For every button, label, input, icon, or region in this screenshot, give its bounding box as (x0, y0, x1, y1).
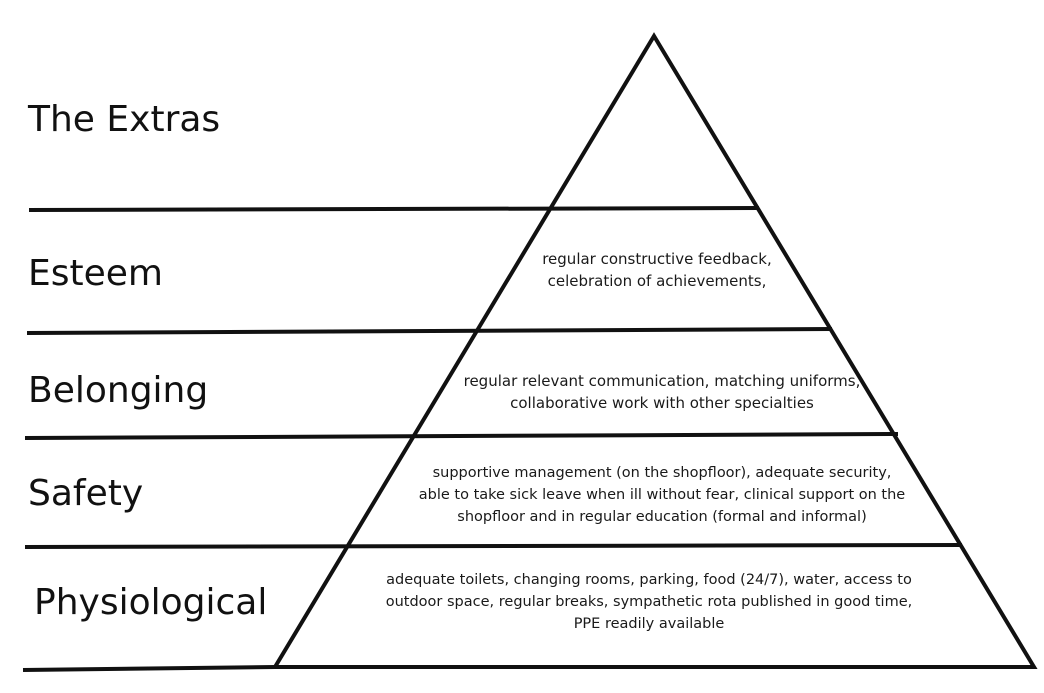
level-text-line: supportive management (on the shopfloor)… (432, 465, 892, 481)
divider-line-baseline (22, 665, 276, 672)
level-text-line: collaborative work with other specialtie… (510, 394, 814, 412)
pyramid-outline (271, 32, 1038, 669)
level-label-esteem: Esteem (28, 253, 163, 294)
level-text-line: outdoor space, regular breaks, sympathet… (385, 594, 913, 610)
divider-line-belonging-safety (24, 432, 899, 440)
level-text-line: able to take sick leave when ill without… (418, 487, 906, 503)
level-text-line: celebration of achievements, (547, 272, 767, 290)
level-label-extras: The Extras (28, 99, 221, 140)
level-text-physiological: adequate toilets, changing rooms, parkin… (336, 569, 962, 635)
level-text-safety: supportive management (on the shopfloor)… (376, 462, 948, 528)
level-text-line: adequate toilets, changing rooms, parkin… (386, 572, 912, 588)
level-text-line: regular relevant communication, matching… (463, 372, 861, 390)
level-label-belonging: Belonging (28, 370, 209, 411)
divider-line-safety-physiological (24, 543, 963, 549)
level-text-esteem: regular constructive feedback, celebrati… (507, 248, 807, 292)
level-label-physiological: Physiological (34, 582, 268, 623)
level-label-safety: Safety (28, 473, 144, 514)
level-text-line: regular constructive feedback, (542, 250, 772, 268)
divider-line-extras-esteem (28, 206, 760, 212)
divider-line-esteem-belonging (26, 327, 833, 335)
level-text-line: shopfloor and in regular education (form… (457, 509, 867, 525)
level-text-line: PPE readily available (573, 616, 725, 632)
level-text-belonging: regular relevant communication, matching… (402, 370, 922, 414)
